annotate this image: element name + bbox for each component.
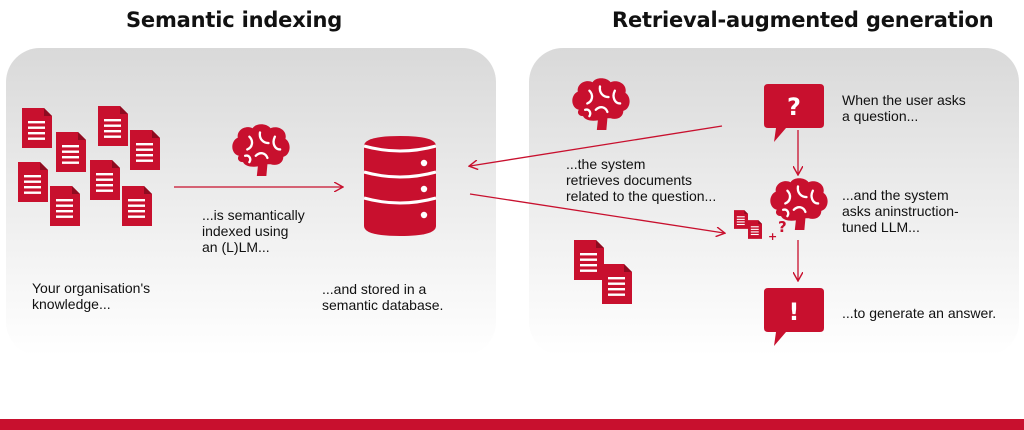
document-icon — [56, 132, 86, 172]
stored-documents — [574, 240, 632, 304]
brain-icon — [231, 124, 291, 177]
svg-text:?: ? — [778, 218, 787, 236]
semantic-indexing-title: Semantic indexing — [126, 8, 343, 32]
speech-bubble-exclamation-icon: ! — [764, 288, 824, 346]
svg-text:!: ! — [789, 298, 800, 326]
rag-title: Retrieval-augmented generation — [612, 8, 994, 32]
footer-accent-bar — [0, 419, 1024, 430]
retrieved-documents-query: + ? — [734, 210, 787, 243]
document-icon — [90, 160, 120, 200]
document-icon — [122, 186, 152, 226]
svg-text:+: + — [768, 230, 777, 243]
database-icon — [363, 136, 437, 236]
question-label: When the user asks a question... — [842, 92, 966, 124]
document-icon — [734, 210, 748, 229]
document-icon — [22, 108, 52, 148]
document-icon — [130, 130, 160, 170]
retrieve-label: ...the system retrieves documents relate… — [566, 156, 717, 204]
knowledge-documents — [18, 106, 160, 226]
document-icon — [748, 220, 762, 239]
answer-label: ...to generate an answer. — [842, 305, 997, 321]
knowledge-label: Your organisation's knowledge... — [32, 280, 151, 312]
svg-text:?: ? — [787, 93, 801, 121]
speech-bubble-question-icon: ? — [764, 84, 824, 142]
arrow-icon — [469, 193, 724, 233]
llm-label: ...and the system asks aninstruction- tu… — [842, 187, 959, 235]
arrow-icon — [470, 125, 723, 166]
document-icon — [98, 106, 128, 146]
document-icon — [574, 240, 604, 280]
indexed-label: ...is semantically indexed using an (L)L… — [202, 207, 305, 255]
document-icon — [602, 264, 632, 304]
brain-icon — [571, 78, 631, 131]
document-icon — [18, 162, 48, 202]
document-icon — [50, 186, 80, 226]
stored-label: ...and stored in a semantic database. — [322, 281, 444, 313]
